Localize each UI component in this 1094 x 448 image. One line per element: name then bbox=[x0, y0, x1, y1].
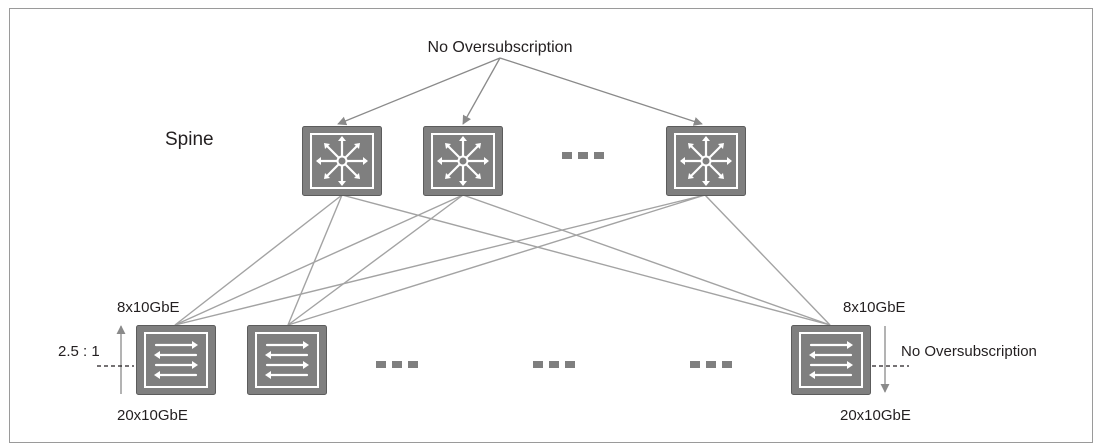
spine-switch-1-icon bbox=[302, 126, 382, 196]
leaf-switch-3-icon bbox=[791, 325, 871, 395]
arrow-to-spine-1 bbox=[337, 57, 501, 126]
link-s1-l3 bbox=[341, 194, 831, 326]
leaf-ellipsis-1 bbox=[376, 361, 418, 368]
link-s3-l1 bbox=[174, 194, 706, 326]
link-s3-l2 bbox=[287, 194, 706, 326]
link-s3-l3 bbox=[704, 194, 831, 326]
fabric-links bbox=[174, 194, 831, 326]
left-leaf-uplink-label: 8x10GbE bbox=[117, 299, 180, 316]
leaf-ellipsis-3 bbox=[690, 361, 732, 368]
link-s1-l2 bbox=[287, 194, 343, 326]
leaf-switch-1-icon bbox=[136, 325, 216, 395]
leaf-ellipsis-2 bbox=[533, 361, 575, 368]
right-leaf-uplink-label: 8x10GbE bbox=[843, 299, 906, 316]
link-s1-l1 bbox=[174, 194, 343, 326]
spine-label: Spine bbox=[165, 129, 214, 150]
arrow-to-spine-3 bbox=[499, 57, 703, 126]
top-annotation: No Oversubscription bbox=[428, 39, 573, 56]
arrow-to-spine-2 bbox=[462, 57, 501, 125]
link-s2-l2 bbox=[287, 194, 464, 326]
right-annotation: No Oversubscription bbox=[901, 343, 1037, 360]
link-s2-l1 bbox=[174, 194, 464, 326]
right-leaf-downlink-label: 20x10GbE bbox=[840, 407, 911, 424]
top-annotation-arrows bbox=[337, 57, 703, 126]
spine-switch-3-icon bbox=[666, 126, 746, 196]
spine-ellipsis bbox=[562, 152, 604, 159]
leaf-switch-2-icon bbox=[247, 325, 327, 395]
link-s2-l3 bbox=[462, 194, 831, 326]
left-leaf-ratio-label: 2.5 : 1 bbox=[58, 343, 100, 360]
left-leaf-downlink-label: 20x10GbE bbox=[117, 407, 188, 424]
spine-switch-2-icon bbox=[423, 126, 503, 196]
